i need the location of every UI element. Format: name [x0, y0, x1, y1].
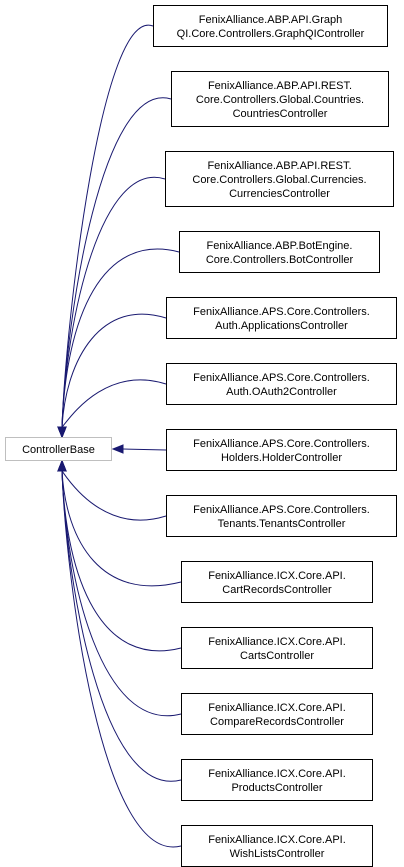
- class-node-holders[interactable]: FenixAlliance.APS.Core.Controllers. Holde…: [166, 429, 397, 471]
- class-node-holders-box: [166, 429, 397, 471]
- class-node-carts-label-line: FenixAlliance.ICX.Core.API.: [208, 636, 346, 648]
- class-node-countries[interactable]: FenixAlliance.ABP.API.REST. Core.Controll…: [171, 71, 389, 127]
- inheritance-edge-bot: [61, 248, 180, 428]
- class-node-countries-box: [171, 71, 389, 127]
- class-node-carts[interactable]: FenixAlliance.ICX.Core.API. CartsControll…: [181, 627, 373, 669]
- class-node-graphql-label-line: FenixAlliance.ABP.API.Graph: [199, 14, 342, 26]
- class-node-holders-label-line: Holders.HolderController: [221, 452, 342, 464]
- class-node-oauth2-label-line: FenixAlliance.APS.Core.Controllers.: [193, 372, 370, 384]
- class-node-carts-box: [181, 627, 373, 669]
- class-node-wishlists-label-line: WishListsController: [230, 848, 325, 860]
- class-node-holders-label-line: FenixAlliance.APS.Core.Controllers.: [193, 438, 370, 450]
- class-node-currencies[interactable]: FenixAlliance.ABP.API.REST. Core.Controll…: [165, 151, 394, 207]
- arrowhead-wishlists: [57, 459, 67, 472]
- class-node-applications-label-line: FenixAlliance.APS.Core.Controllers.: [193, 306, 370, 318]
- inheritance-edge-compare: [61, 470, 182, 717]
- class-nodes: ControllerBase FenixAlliance.ABP.API.Grap…: [5, 5, 397, 867]
- class-node-compare-label-line: CompareRecordsController: [210, 716, 344, 728]
- class-node-compare-label-line: FenixAlliance.ICX.Core.API.: [208, 702, 346, 714]
- class-node-graphql-box: [153, 5, 388, 47]
- class-node-products-box: [181, 759, 373, 801]
- inheritance-edge-oauth2: [61, 379, 167, 428]
- class-node-tenants-box: [166, 495, 397, 537]
- class-node-currencies-label-line: Core.Controllers.Global.Currencies.: [192, 174, 366, 186]
- class-node-graphql-label-line: QI.Core.Controllers.GraphQIController: [177, 28, 365, 40]
- class-node-wishlists-label-line: FenixAlliance.ICX.Core.API.: [208, 834, 346, 846]
- class-node-products[interactable]: FenixAlliance.ICX.Core.API. ProductsContr…: [181, 759, 373, 801]
- inheritance-edge-holders: [122, 448, 167, 451]
- class-node-products-label-line: FenixAlliance.ICX.Core.API.: [208, 768, 346, 780]
- class-node-wishlists[interactable]: FenixAlliance.ICX.Core.API. WishListsCont…: [181, 825, 373, 867]
- inheritance-edges: [57, 24, 182, 848]
- class-node-cartrecords[interactable]: FenixAlliance.ICX.Core.API. CartRecordsCo…: [181, 561, 373, 603]
- class-node-oauth2-box: [166, 363, 397, 405]
- class-node-currencies-box: [165, 151, 394, 207]
- class-node-countries-label-line: Core.Controllers.Global.Countries.: [196, 94, 364, 106]
- class-node-currencies-label-line: CurrenciesController: [229, 188, 330, 200]
- class-node-oauth2-label-line: Auth.OAuth2Controller: [226, 386, 337, 398]
- inheritance-edge-cartrecords: [61, 470, 182, 587]
- class-node-cartrecords-label-line: CartRecordsController: [222, 584, 332, 596]
- class-node-controllerbase-box: [5, 437, 112, 461]
- class-node-tenants-label-line: FenixAlliance.APS.Core.Controllers.: [193, 504, 370, 516]
- arrowhead-oauth2: [57, 426, 67, 439]
- class-node-countries-label-line: FenixAlliance.ABP.API.REST.: [208, 80, 352, 92]
- class-node-products-label-line: ProductsController: [231, 782, 322, 794]
- inheritance-edge-wishlists: [61, 470, 182, 848]
- class-node-cartrecords-box: [181, 561, 373, 603]
- class-node-applications[interactable]: FenixAlliance.APS.Core.Controllers. Auth.…: [166, 297, 397, 339]
- class-node-controllerbase[interactable]: ControllerBase: [5, 437, 112, 461]
- class-node-bot-box: [179, 231, 380, 273]
- inheritance-edge-carts: [61, 470, 182, 652]
- class-node-cartrecords-label-line: FenixAlliance.ICX.Core.API.: [208, 570, 346, 582]
- class-node-bot[interactable]: FenixAlliance.ABP.BotEngine. Core.Control…: [179, 231, 380, 273]
- inheritance-edge-currencies: [61, 176, 166, 428]
- class-node-oauth2[interactable]: FenixAlliance.APS.Core.Controllers. Auth.…: [166, 363, 397, 405]
- arrowhead-holders: [111, 444, 124, 454]
- class-node-countries-label-line: CountriesController: [233, 108, 328, 120]
- class-node-graphql[interactable]: FenixAlliance.ABP.API.GraphQI.Core.Contr…: [153, 5, 388, 47]
- class-node-applications-label-line: Auth.ApplicationsController: [215, 320, 348, 332]
- inheritance-edge-tenants: [61, 470, 167, 521]
- inheritance-edge-applications: [61, 313, 167, 428]
- class-node-tenants-label-line: Tenants.TenantsController: [218, 518, 346, 530]
- class-node-carts-label-line: CartsController: [240, 650, 314, 662]
- class-node-tenants[interactable]: FenixAlliance.APS.Core.Controllers. Tenan…: [166, 495, 397, 537]
- class-node-currencies-label-line: FenixAlliance.ABP.API.REST.: [207, 160, 351, 172]
- class-node-controllerbase-label-line: ControllerBase: [22, 444, 95, 456]
- class-node-bot-label-line: FenixAlliance.ABP.BotEngine.: [207, 240, 353, 252]
- class-node-applications-box: [166, 297, 397, 339]
- class-node-compare[interactable]: FenixAlliance.ICX.Core.API. CompareRecord…: [181, 693, 373, 735]
- class-node-compare-box: [181, 693, 373, 735]
- class-node-bot-label-line: Core.Controllers.BotController: [206, 254, 354, 266]
- class-node-wishlists-box: [181, 825, 373, 867]
